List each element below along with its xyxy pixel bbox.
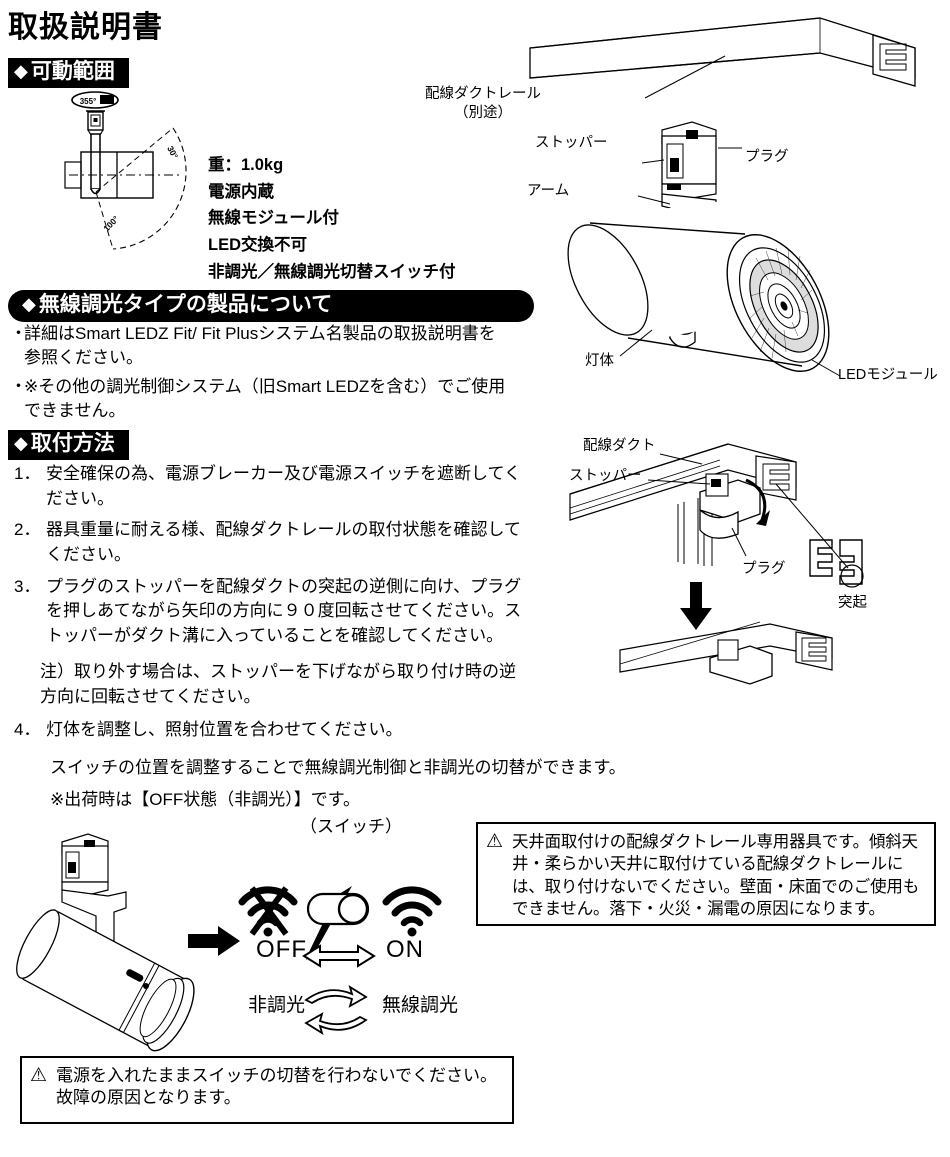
installation-note: 注）取り外す場合は、ストッパーを下げながら取り付け時の逆方向に回転させてください… [40, 660, 522, 709]
label-body: 灯体 [585, 353, 614, 369]
svg-text:355°: 355° [80, 97, 97, 106]
step-number-1: 1． [14, 464, 41, 483]
wireless-bullet-2: ※その他の調光制御システム（旧Smart LEDZを含む）でご使用できません。 [24, 377, 506, 421]
rotation-badge-355: 355° [71, 91, 119, 109]
warning-power-text: 電源を入れたままスイッチの切替を行わないでください。故障の原因となります。 [56, 1066, 497, 1108]
step-text-2: 器具重量に耐える様、配線ダクトレールの取付状態を確認してください。 [46, 520, 521, 564]
bullet-marker: ・ [10, 377, 27, 397]
section-header-movable-range: ◆可動範囲 [8, 58, 129, 88]
switch-off-label: OFF [256, 936, 307, 963]
protrusion-inset [809, 539, 864, 588]
diamond-bullet-icon-3: ◆ [14, 433, 28, 453]
label-install-stopper: ストッパー [569, 468, 642, 484]
warning-box-ceiling: ⚠ 天井面取付けの配線ダクトレール専用器具です。傾斜天井・柔らかい天井に取付けて… [476, 822, 936, 926]
section-title-installation: 取付方法 [30, 432, 115, 455]
label-led-module: LEDモジュール [838, 367, 938, 383]
list-item: 2． 器具重量に耐える様、配線ダクトレールの取付状態を確認してください。 [14, 518, 522, 567]
luminaire-body-drawing [567, 194, 830, 372]
mode-off-label: 非調光 [248, 995, 306, 1016]
diamond-bullet-icon-2: ◆ [22, 294, 36, 314]
warning-ceiling-text: 天井面取付けの配線ダクトレール専用器具です。傾斜天井・柔らかい天井に取付けている… [512, 833, 920, 919]
label-arm: アーム [527, 183, 570, 199]
plug-drawing [661, 121, 717, 201]
step-text-3: プラグのストッパーを配線ダクトの突起の逆側に向け、プラグを押しあてながら矢印の方… [46, 576, 522, 645]
svg-text:30°: 30° [165, 144, 180, 161]
step-number-3: 3． [14, 576, 41, 596]
label-install-plug: プラグ [742, 561, 786, 577]
label-plug: プラグ [745, 149, 789, 165]
section-title-movable-range: 可動範囲 [30, 60, 115, 83]
page-title: 取扱説明書 [8, 11, 163, 44]
bullet-marker: ・ [10, 324, 27, 343]
duct-rail-drawing [529, 17, 916, 87]
toggle-switch [306, 892, 370, 926]
spec-item-weight: 重：1.0kg [208, 156, 284, 174]
installation-diagram [560, 432, 950, 685]
label-duct-rail: 配線ダクトレール （別途） [425, 85, 541, 123]
wifi-on-icon [382, 886, 442, 937]
exchange-arrows-icon [304, 984, 368, 1036]
movable-range-diagram: 355° 30° 100° [55, 91, 235, 272]
warning-triangle-icon-2: ⚠ [30, 1065, 48, 1086]
label-install-duct: 配線ダクト [583, 438, 656, 454]
product-diagram [520, 8, 950, 408]
double-arrow-icon [302, 944, 376, 968]
switch-note-2: ※出荷時は【OFF状態（非調光）】です。 [50, 790, 361, 809]
wifi-off-icon [238, 886, 298, 937]
list-item: ・ 詳細はSmart LEDZ Fit/ Fit Plusシステム名製品の取扱説… [10, 322, 510, 370]
step-number-2: 2． [14, 520, 41, 540]
spec-item-led-nonreplaceable: LED交換不可 [208, 236, 307, 255]
step-text-1: 安全確保の為、電源ブレーカー及び電源スイッチを遮断してください。 [46, 464, 521, 508]
list-item: 4． 灯体を調整し、照射位置を合わせてください。 [14, 718, 522, 743]
section-title-wireless-dimming: 無線調光タイプの製品について [38, 293, 333, 316]
warning-box-power: ⚠ 電源を入れたままスイッチの切替を行わないでください。故障の原因となります。 [20, 1056, 514, 1124]
label-protrusion: 突起 [838, 595, 867, 611]
step-number-4: 4． [14, 719, 41, 739]
label-duct-rail-text: 配線ダクトレール [425, 86, 541, 102]
switch-note-1: スイッチの位置を調整することで無線調光制御と非調光の切替ができます。 [50, 758, 626, 777]
step-text-4: 灯体を調整し、照射位置を合わせてください。 [46, 719, 403, 739]
label-duct-rail-sub: （別途） [454, 104, 512, 121]
warning-triangle-icon: ⚠ [486, 831, 504, 852]
installation-steps: 1． 安全確保の為、電源ブレーカー及び電源スイッチを遮断してください。 2． 器… [14, 462, 522, 749]
mode-on-label: 無線調光 [382, 995, 459, 1016]
section-header-installation: ◆取付方法 [8, 430, 129, 460]
switch-on-label: ON [386, 936, 424, 963]
svg-text:100°: 100° [101, 213, 121, 233]
diamond-bullet-icon: ◆ [14, 61, 28, 81]
spec-item-builtin-power: 電源内蔵 [208, 182, 274, 201]
list-item: 1． 安全確保の為、電源ブレーカー及び電源スイッチを遮断してください。 [14, 462, 522, 511]
list-item: 3． プラグのストッパーを配線ダクトの突起の逆側に向け、プラグを押しあてながら矢… [14, 575, 522, 649]
spec-item-wireless-module: 無線モジュール付 [208, 209, 339, 228]
switch-caption: （スイッチ） [300, 817, 402, 836]
section-header-wireless-dimming: ◆無線調光タイプの製品について [8, 290, 534, 322]
wireless-bullet-list: ・ 詳細はSmart LEDZ Fit/ Fit Plusシステム名製品の取扱説… [10, 322, 510, 424]
spotlight-switch-diagram [16, 824, 252, 1052]
wireless-bullet-1: 詳細はSmart LEDZ Fit/ Fit Plusシステム名製品の取扱説明書… [24, 324, 496, 368]
switch-state-diagram [232, 860, 472, 1040]
spec-item-dimming-switch: 非調光／無線調光切替スイッチ付 [208, 262, 456, 281]
label-stopper: ストッパー [535, 135, 608, 151]
note-text: 注）取り外す場合は、ストッパーを下げながら取り付け時の逆方向に回転させてください… [40, 662, 516, 707]
list-item: ・ ※その他の調光制御システム（旧Smart LEDZを含む）でご使用できません… [10, 375, 510, 423]
specification-list: 重：1.0kg 電源内蔵 無線モジュール付 LED交換不可 非調光／無線調光切替… [208, 152, 456, 286]
